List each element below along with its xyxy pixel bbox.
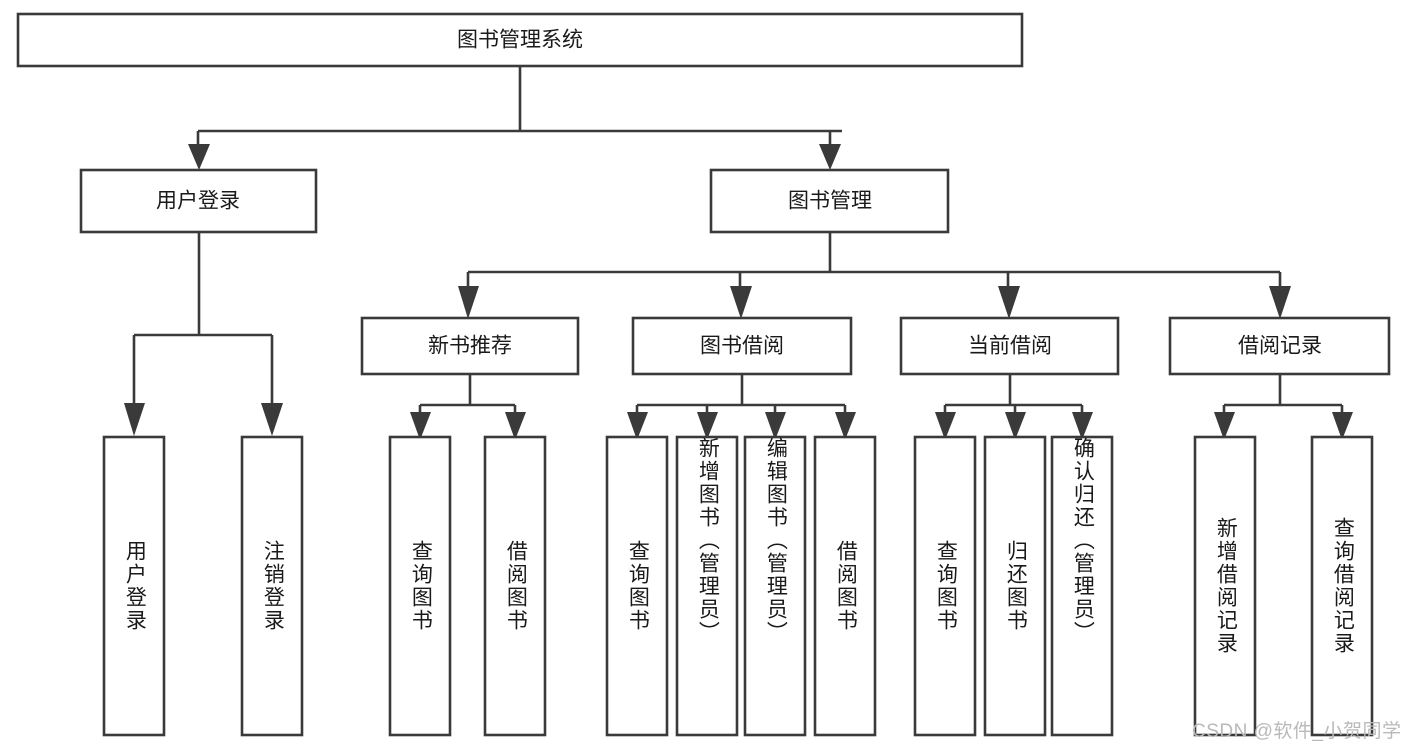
- node-box-leaf-4[interactable]: [605, 435, 669, 737]
- node-box-borrow-record[interactable]: [1168, 316, 1391, 376]
- node-box-book-borrow[interactable]: [631, 316, 853, 376]
- arrow-to-newbook: [458, 286, 479, 319]
- arrow-to-leaf-newbook-1: [410, 412, 431, 440]
- arrow-to-leaf-current-1: [935, 412, 956, 440]
- arrow-to-leaf-borrow-3: [765, 412, 786, 440]
- arrow-to-leaf-current-2: [1005, 412, 1026, 440]
- node-box-leaf-6[interactable]: [743, 435, 807, 737]
- node-box-root[interactable]: [16, 12, 1024, 68]
- node-box-leaf-8[interactable]: [913, 435, 977, 737]
- node-label-new-book-recommend: 新书推荐: [428, 335, 512, 358]
- arrow-to-book-mgmt: [819, 144, 841, 170]
- arrow-to-leaf-current-3: [1072, 412, 1093, 440]
- node-box-leaf-2[interactable]: [388, 435, 452, 737]
- arrow-to-currentborrow: [998, 286, 1020, 319]
- node-box-leaf-0[interactable]: [102, 435, 166, 737]
- node-box-new-book-recommend[interactable]: [360, 316, 580, 376]
- arrow-to-leaf-borrow-1: [627, 412, 648, 440]
- node-box-leaf-7[interactable]: [813, 435, 877, 737]
- node-layer: 图书管理系统 用户登录 图书管理 新书推荐 图书借阅 当前借阅 借阅记录: [16, 12, 1391, 737]
- arrow-to-leaf-borrow-4: [835, 412, 856, 440]
- arrow-to-leaf-user-login: [124, 403, 145, 436]
- arrow-to-leaf-logout: [261, 403, 283, 436]
- node-label-current-borrow: 当前借阅: [968, 335, 1052, 358]
- arrowhead-layer: [124, 144, 1353, 440]
- node-label-borrow-record: 借阅记录: [1238, 335, 1322, 358]
- node-label-user-login: 用户登录: [156, 190, 240, 213]
- node-box-leaf-5[interactable]: [675, 435, 739, 737]
- node-box-current-borrow[interactable]: [899, 316, 1120, 376]
- node-box-leaf-10[interactable]: [1050, 435, 1114, 737]
- node-box-leaf-9[interactable]: [983, 435, 1047, 737]
- node-label-book-management: 图书管理: [788, 190, 872, 213]
- node-box-user-login[interactable]: [79, 168, 318, 234]
- arrow-to-bookborrow: [730, 286, 752, 319]
- node-box-leaf-11[interactable]: [1193, 435, 1257, 737]
- node-label-root: 图书管理系统: [457, 29, 583, 52]
- arrow-to-user-login: [188, 144, 210, 170]
- node-label-book-borrow: 图书借阅: [700, 335, 784, 358]
- arrow-to-borrowrecord: [1269, 286, 1291, 319]
- arrow-to-leaf-newbook-2: [505, 412, 526, 440]
- node-box-leaf-3[interactable]: [483, 435, 547, 737]
- node-box-leaf-12[interactable]: [1310, 435, 1374, 737]
- arrow-to-leaf-record-1: [1214, 412, 1235, 440]
- node-box-leaf-1[interactable]: [240, 435, 304, 737]
- arrow-to-leaf-borrow-2: [697, 412, 718, 440]
- arrow-to-leaf-record-2: [1332, 412, 1353, 440]
- node-box-book-management[interactable]: [709, 168, 950, 234]
